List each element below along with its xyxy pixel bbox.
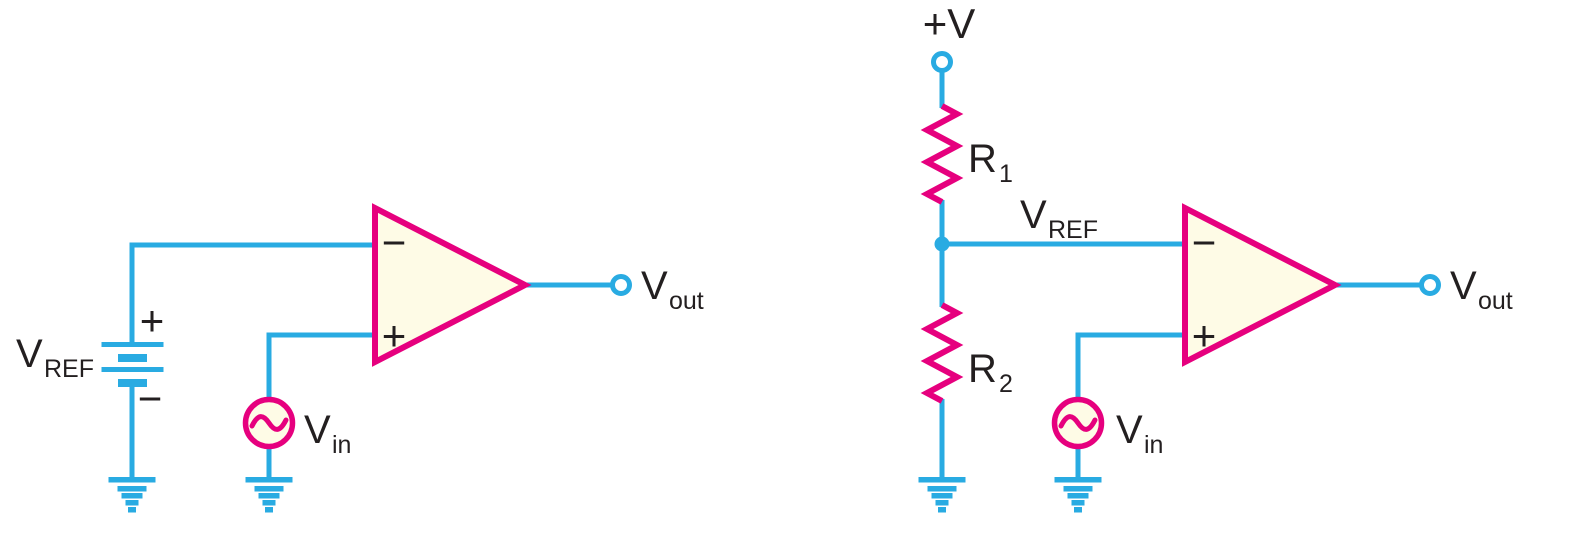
ground-icon bbox=[245, 477, 293, 513]
r2-label-subscript: 2 bbox=[999, 370, 1013, 398]
vref-label-subscript: REF bbox=[44, 355, 94, 383]
vin-label-subscript: in bbox=[1144, 431, 1163, 459]
battery-icon bbox=[101, 342, 164, 387]
vin-label-subscript: in bbox=[332, 431, 351, 459]
resistor-r1-icon bbox=[920, 103, 964, 205]
battery-plus-sign: + bbox=[140, 297, 165, 344]
ac-source-icon bbox=[1051, 396, 1105, 450]
opamp-symbol bbox=[1182, 203, 1342, 367]
opamp-noninverting-input: + bbox=[382, 312, 407, 359]
ground-icon bbox=[1054, 477, 1102, 513]
vout-label-subscript: out bbox=[669, 287, 704, 315]
opamp-symbol bbox=[372, 203, 532, 367]
vout-label-subscript: out bbox=[1478, 287, 1513, 315]
battery-minus-sign: − bbox=[138, 375, 163, 422]
vin-label: V bbox=[1116, 408, 1143, 452]
vref-label: V bbox=[1020, 193, 1047, 237]
junction-dot bbox=[934, 236, 950, 252]
r2-label: R bbox=[968, 347, 997, 391]
opamp-inverting-input: − bbox=[1192, 219, 1217, 266]
opamp-noninverting-input: + bbox=[1192, 312, 1217, 359]
opamp-inverting-input: − bbox=[382, 219, 407, 266]
left-comparator-circuit: + − V REF V in − + V out bbox=[16, 203, 704, 513]
ac-source-icon bbox=[242, 396, 296, 450]
vin-label: V bbox=[304, 408, 331, 452]
wire-vin-to-noninverting bbox=[266, 332, 374, 401]
vout-label: V bbox=[641, 264, 668, 308]
resistor-r2-icon bbox=[920, 302, 964, 404]
vref-label: V bbox=[16, 332, 43, 376]
wire-vin-to-noninverting bbox=[1075, 332, 1184, 401]
ground-icon bbox=[108, 477, 156, 513]
supply-label: +V bbox=[923, 0, 976, 47]
vref-label-subscript: REF bbox=[1048, 216, 1098, 244]
r1-label-subscript: 1 bbox=[999, 160, 1013, 188]
ground-icon bbox=[918, 477, 966, 513]
right-comparator-circuit: +V R 1 R 2 V REF V in − + bbox=[918, 0, 1513, 513]
r1-label: R bbox=[968, 137, 997, 181]
output-terminal-icon bbox=[610, 274, 632, 296]
supply-terminal-icon bbox=[931, 51, 953, 73]
vout-label: V bbox=[1450, 264, 1477, 308]
output-terminal-icon bbox=[1419, 274, 1441, 296]
wire-vref-to-inverting bbox=[129, 242, 374, 344]
